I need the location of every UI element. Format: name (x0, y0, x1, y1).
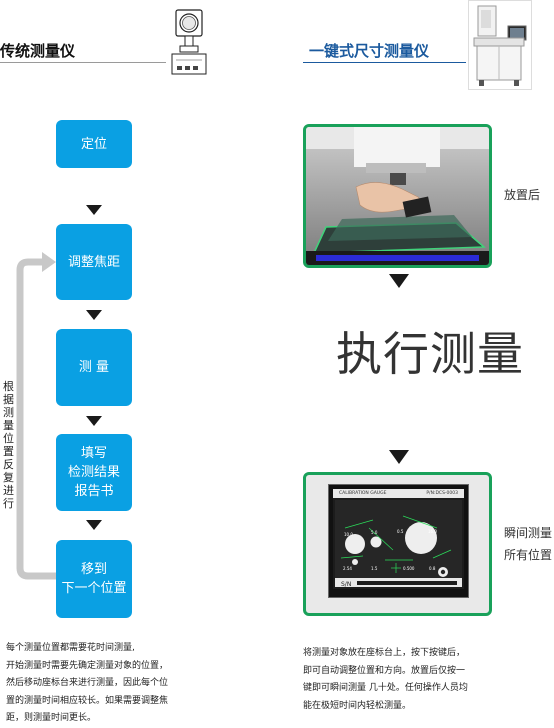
step-move-next: 移到 下一个位置 (56, 540, 132, 618)
hand-placing-part-image (306, 127, 489, 265)
gauge-label: 0.500 (403, 566, 415, 571)
traditional-description: 每个测量位置都需要花时间测量, 开始测量时需要先确定测量对象的位置， 然后移动座… (6, 640, 246, 728)
gauge-label: 5.0 (371, 530, 378, 535)
gauge-drawing: 10.0 5.0 0.5 16.0 2.54 1.5 0.500 0.8 S/N (335, 500, 462, 588)
gauge-label: 0.5 (397, 529, 404, 534)
screen-header: CALIBRATION GAUGE P/N:DCS-0003 (333, 489, 464, 498)
step-fill-report: 填写 检测结果 报告书 (56, 434, 132, 511)
after-place-label: 放置后 (504, 188, 541, 202)
gauge-label: 0.8 (429, 566, 436, 571)
arrow-down-icon (86, 205, 102, 215)
description-line: 键即可瞬间测量 几十处。任何操作人员均 (303, 683, 468, 693)
screen-frame: CALIBRATION GAUGE P/N:DCS-0003 (328, 484, 469, 598)
arrow-down-icon (86, 416, 102, 426)
onekey-instrument-icon (468, 0, 532, 90)
step-measure: 测 量 (56, 329, 132, 406)
description-line: 距，则测量时间更长。 (6, 713, 97, 723)
gauge-label: 1.5 (371, 566, 378, 571)
instant-label-line: 所有位置 (504, 548, 553, 562)
arrow-down-icon (86, 310, 102, 320)
traditional-title: 传统测量仪 (0, 42, 76, 60)
execute-measure-text: 执行测量 (336, 327, 524, 381)
screen-header-left: CALIBRATION GAUGE (339, 491, 387, 496)
arrow-down-icon (86, 520, 102, 530)
screen-inner: CALIBRATION GAUGE P/N:DCS-0003 (333, 489, 464, 589)
onekey-description: 将测量对象放在座标台上，按下按键后， 即可自动调整位置和方向。放置后仅按一 键即… (303, 645, 533, 715)
onekey-title: 一键式尺寸测量仪 (309, 42, 430, 60)
screen-footer: S/N (341, 581, 351, 588)
measurement-screen: CALIBRATION GAUGE P/N:DCS-0003 (303, 472, 492, 616)
right-header-rule (303, 62, 466, 63)
gauge-label: 10.0 (344, 532, 353, 537)
description-line: 将测量对象放在座标台上，按下按键后， (303, 648, 466, 658)
arrow-down-icon (389, 274, 409, 288)
description-line: 开始测量时需要先确定测量对象的位置， (6, 660, 169, 671)
step-adjust-focus: 调整焦距 (56, 224, 132, 300)
instant-measure-label: 瞬间测量 所有位置 (504, 522, 552, 566)
step-positioning: 定位 (56, 120, 132, 168)
arrow-down-icon (389, 450, 409, 464)
description-line: 每个测量位置都需要花时间测量, (6, 643, 135, 653)
description-line: 能在极短时间内轻松测量。 (303, 700, 412, 711)
placement-photo (303, 124, 492, 268)
description-line: 置的测量时间相应较长。如果需要调整焦 (6, 695, 169, 706)
instant-label-line: 瞬间测量 (504, 526, 553, 540)
screen-header-right: P/N:DCS-0003 (426, 491, 458, 496)
left-header-rule (0, 62, 166, 63)
traditional-instrument-icon (171, 9, 207, 75)
description-line: 然后移动座标台来进行测量，因此每个位 (6, 678, 169, 688)
gauge-label: 16.0 (428, 529, 437, 534)
loop-label: 根据测量位置反复进行 (3, 380, 14, 510)
gauge-label: 2.54 (343, 566, 352, 571)
loop-back-arrow-icon (16, 252, 56, 580)
description-line: 即可自动调整位置和方向。放置后仅按一 (303, 665, 466, 676)
